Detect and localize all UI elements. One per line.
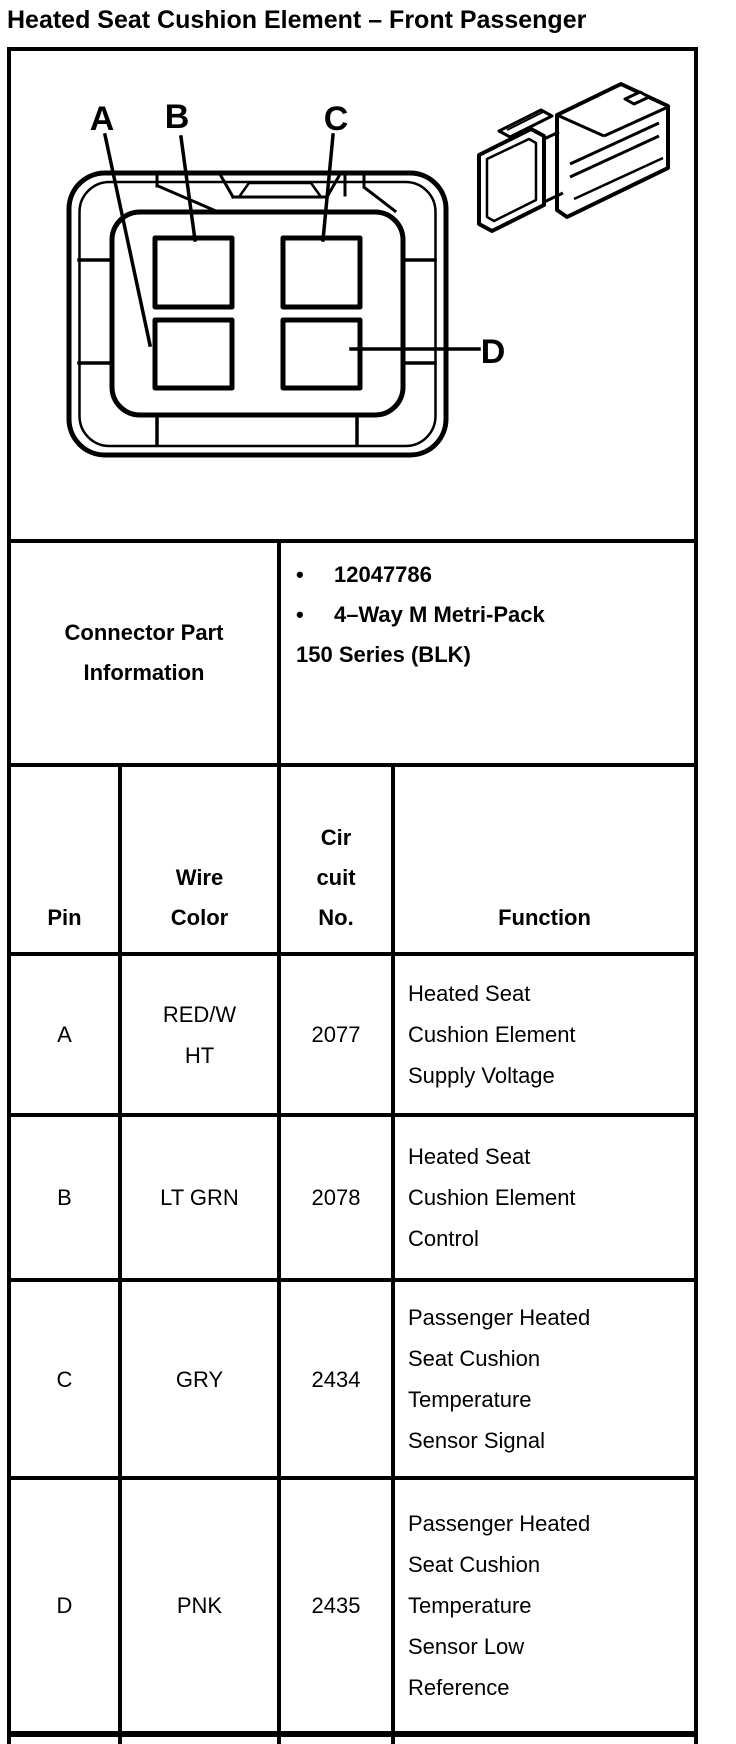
table-row-pin-b: B LT GRN 2078 Heated Seat Cushion Elemen… bbox=[7, 1117, 698, 1282]
pin-cell: A bbox=[11, 956, 122, 1113]
connector-3d-icon bbox=[477, 82, 670, 233]
header-wire-color: Wire Color bbox=[122, 767, 281, 952]
header-pin: Pin bbox=[11, 767, 122, 952]
wire-color-cell: PNK bbox=[122, 1480, 281, 1731]
terminal-c bbox=[280, 235, 363, 310]
pin-callout-b: B bbox=[165, 98, 190, 136]
connector-type-continuation: 150 Series (BLK) bbox=[296, 642, 471, 667]
pin-cell: C bbox=[11, 1282, 122, 1476]
circuit-no-cell bbox=[281, 1737, 395, 1744]
pin-cell: D bbox=[11, 1480, 122, 1731]
terminal-a bbox=[152, 317, 235, 391]
wire-color-cell: LT GRN bbox=[122, 1117, 281, 1278]
function-cell bbox=[395, 1737, 694, 1744]
function-cell: Passenger Heated Seat Cushion Temperatur… bbox=[408, 1511, 591, 1700]
circuit-no-cell: 2077 bbox=[281, 956, 395, 1113]
pin-cell bbox=[11, 1737, 122, 1744]
function-cell: Passenger Heated Seat Cushion Temperatur… bbox=[408, 1305, 591, 1453]
function-cell: Heated Seat Cushion Element Supply Volta… bbox=[408, 981, 576, 1088]
header-function: Function bbox=[498, 905, 591, 930]
pin-callout-a: A bbox=[90, 100, 115, 138]
table-row-pin-a: A RED/W HT 2077 Heated Seat Cushion Elem… bbox=[7, 956, 698, 1117]
function-cell: Heated Seat Cushion Element Control bbox=[408, 1144, 576, 1251]
pin-callout-d: D bbox=[481, 333, 506, 371]
connector-part-info-row: Connector Part Information • 12047786 • 4–… bbox=[7, 543, 698, 767]
terminal-b bbox=[152, 235, 235, 310]
page-title: Heated Seat Cushion Element – Front Pass… bbox=[7, 6, 587, 34]
circuit-no-cell: 2434 bbox=[281, 1282, 395, 1476]
wire-color-cell bbox=[122, 1737, 281, 1744]
leader-b bbox=[179, 135, 197, 242]
connector-face-icon bbox=[66, 132, 481, 458]
connector-type: 4–Way M Metri-Pack bbox=[334, 602, 545, 627]
terminal-d bbox=[280, 317, 363, 391]
leader-a bbox=[102, 132, 153, 348]
bullet-icon: • bbox=[296, 602, 304, 627]
connector-part-info-label: Connector Part Information bbox=[11, 543, 281, 763]
header-circuit-no: Cir cuit No. bbox=[281, 767, 395, 952]
pin-cell: B bbox=[11, 1117, 122, 1278]
table-row-pin-c: C GRY 2434 Passenger Heated Seat Cushion… bbox=[7, 1282, 698, 1480]
part-number-item: • 12047786 bbox=[296, 555, 684, 595]
bullet-icon: • bbox=[296, 562, 304, 587]
connector-diagram: A B C D bbox=[66, 82, 670, 458]
connector-diagram-frame: A B C D bbox=[7, 47, 698, 543]
wire-color-cell: GRY bbox=[122, 1282, 281, 1476]
part-number: 12047786 bbox=[334, 562, 432, 587]
table-row-pin-d: D PNK 2435 Passenger Heated Seat Cushion… bbox=[7, 1480, 698, 1737]
leader-c bbox=[321, 133, 335, 242]
circuit-no-cell: 2435 bbox=[281, 1480, 395, 1731]
table-row-stub bbox=[7, 1737, 698, 1744]
table-header-row: Pin Wire Color Cir cuit No. Function bbox=[7, 767, 698, 956]
circuit-no-cell: 2078 bbox=[281, 1117, 395, 1278]
connector-part-info-values: • 12047786 • 4–Way M Metri-Pack 150 Series… bbox=[281, 543, 694, 763]
pin-callout-c: C bbox=[324, 100, 349, 138]
connector-type-item: • 4–Way M Metri-Pack bbox=[296, 595, 684, 635]
wire-color-cell: RED/W HT bbox=[122, 956, 281, 1113]
